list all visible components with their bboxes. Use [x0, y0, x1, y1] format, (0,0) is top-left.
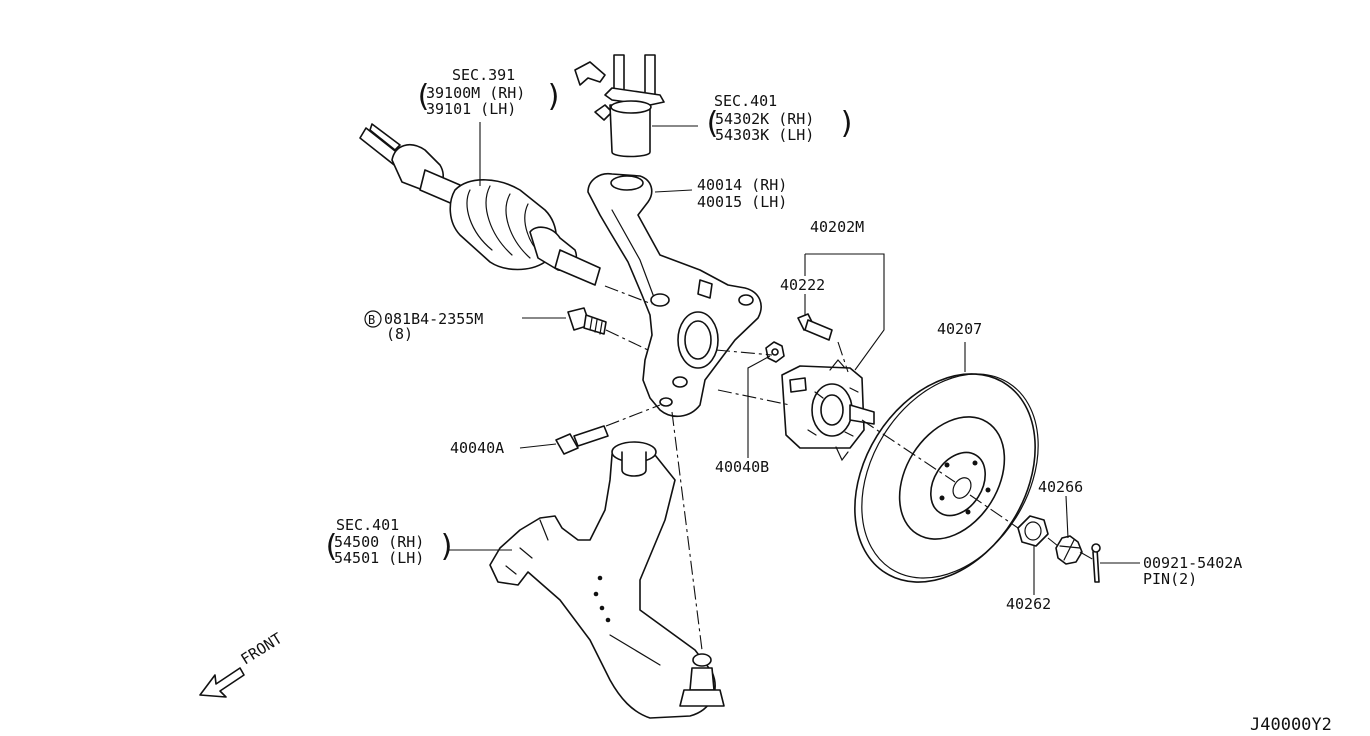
- hub-bolt-part[interactable]: [797, 313, 833, 341]
- front-label: FRONT: [238, 629, 286, 668]
- lower-bolt-part[interactable]: [555, 425, 609, 455]
- alignment-lines: [604, 285, 1095, 651]
- driveshaft-rh-label: 39100M (RH): [426, 84, 525, 102]
- nut-label: 40040B: [715, 458, 769, 476]
- circle-b-icon: [364, 310, 382, 328]
- lower-arm-sec-label: SEC.401: [336, 516, 399, 534]
- bracket-rh-label: 54302K (RH): [715, 110, 814, 128]
- bracket-sec-label: SEC.401: [714, 92, 777, 110]
- open-paren: (: [322, 529, 340, 564]
- hub-nut-part[interactable]: [1017, 515, 1049, 547]
- rotor-label: 40207: [937, 320, 982, 338]
- close-paren: ): [545, 79, 563, 114]
- hub-assembly-label: 40202M: [810, 218, 864, 236]
- pin-desc-label: PIN(2): [1143, 570, 1197, 588]
- strut-bracket-part[interactable]: [574, 54, 665, 158]
- knuckle-rh-label: 40014 (RH): [697, 176, 787, 194]
- figure-code-label: J40000Y2: [1250, 715, 1332, 735]
- leader-lines: [448, 122, 1140, 595]
- pin-part[interactable]: [1091, 543, 1101, 583]
- hub-bolt-label: 40222: [780, 276, 825, 294]
- driveshaft-sec-label: SEC.391: [452, 66, 515, 84]
- upper-bolt-label: 081B4-2355M: [384, 310, 483, 328]
- circle-b-letter: B: [368, 313, 375, 327]
- bracket-lh-label: 54303K (LH): [715, 126, 814, 144]
- lock-cap-label: 40266: [1038, 478, 1083, 496]
- nut-part[interactable]: [765, 341, 785, 363]
- lower-control-arm-part[interactable]: [489, 441, 725, 719]
- close-paren: ): [838, 106, 856, 141]
- open-paren: (: [414, 79, 432, 114]
- open-paren: (: [703, 106, 721, 141]
- lower-arm-rh-label: 54500 (RH): [334, 533, 424, 551]
- drive-shaft-part[interactable]: [359, 123, 601, 286]
- lower-bolt-label: 40040A: [450, 439, 504, 457]
- pin-part-label: 00921-5402A: [1143, 554, 1242, 572]
- close-paren: ): [438, 529, 456, 564]
- lock-cap-part[interactable]: [1055, 535, 1083, 565]
- wheel-hub-part[interactable]: [781, 359, 875, 462]
- driveshaft-lh-label: 39101 (LH): [426, 100, 516, 118]
- hub-nut-label: 40262: [1006, 595, 1051, 613]
- brake-rotor-part[interactable]: [818, 341, 1075, 616]
- steering-knuckle-part[interactable]: [587, 172, 762, 418]
- front-arrow-icon: [199, 667, 245, 698]
- upper-bolt-qty-label: (8): [386, 325, 413, 343]
- upper-bolt-part[interactable]: [567, 307, 607, 335]
- knuckle-lh-label: 40015 (LH): [697, 193, 787, 211]
- lower-arm-lh-label: 54501 (LH): [334, 549, 424, 567]
